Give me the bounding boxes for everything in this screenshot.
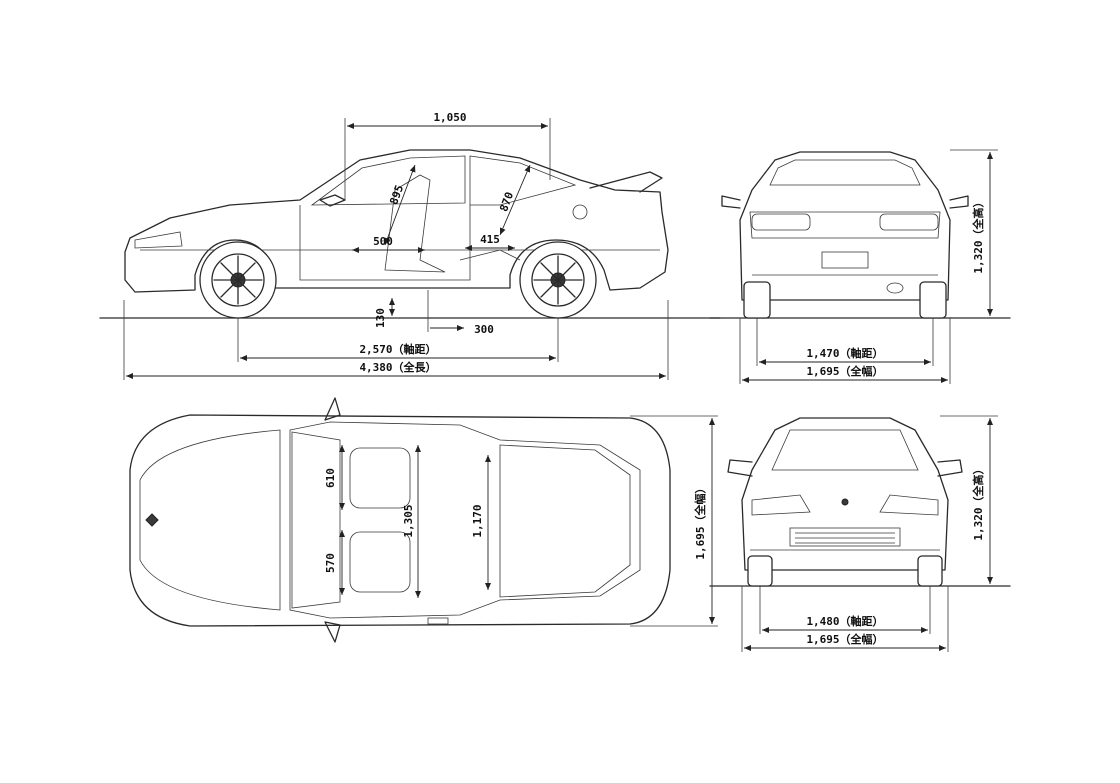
top-right-mirror [324, 621, 341, 643]
rear-right-taillight [879, 213, 939, 231]
dim-front-legroom: 500 [373, 235, 393, 248]
dim-seat-spacing: 300 [474, 323, 494, 336]
rear-license-plate [821, 251, 869, 269]
top-left-mirror [324, 397, 341, 421]
side-front-window [310, 155, 466, 206]
side-dimensions: 1,050 895 870 500 415 130 300 2,570（軸距） … [123, 111, 669, 380]
dim-interior-width-1: 1,305 [402, 504, 415, 537]
rear-right-mirror [949, 195, 969, 209]
front-view [709, 417, 1011, 587]
front-left-headlight [751, 494, 811, 516]
side-body-outline [124, 149, 669, 293]
top-body-outline [129, 414, 671, 627]
side-view [99, 149, 721, 319]
front-emblem-icon [841, 498, 849, 506]
top-left-seat [349, 447, 411, 509]
rear-view [709, 151, 1011, 319]
front-body-outline [741, 417, 949, 571]
side-rear-window [469, 155, 577, 206]
dim-interior-width-2: 1,170 [471, 504, 484, 537]
side-headlight [134, 231, 183, 249]
dim-rear-headroom: 895 [387, 183, 406, 206]
front-left-mirror [727, 459, 753, 477]
side-rear-spoiler [589, 171, 663, 193]
rear-left-tire [743, 281, 771, 319]
rear-right-tire [919, 281, 947, 319]
side-front-wheel [199, 241, 277, 319]
top-hood [139, 429, 281, 611]
dim-front-width: 1,695（全幅） [806, 632, 883, 646]
top-windshield [291, 431, 341, 609]
front-grille [789, 527, 901, 547]
dim-roof-length: 1,050 [433, 111, 466, 124]
top-cabin-outline [289, 421, 641, 619]
rear-trunk-panel [749, 211, 941, 239]
rear-exhaust [886, 282, 904, 294]
front-right-mirror [937, 459, 963, 477]
dim-overall-length: 4,380（全長） [359, 360, 436, 374]
dim-front-height: 1,320（全高） [971, 463, 985, 540]
side-rear-seat [459, 249, 521, 261]
top-view [129, 397, 671, 643]
top-emblem-icon [145, 513, 159, 527]
front-left-tire [747, 555, 773, 587]
rear-body-outline [739, 151, 951, 301]
top-door-handle [427, 617, 449, 625]
dim-rear-height: 1,320（全高） [971, 196, 985, 273]
side-fuel-cap [572, 204, 588, 220]
side-rear-wheel [519, 241, 597, 319]
rear-left-taillight [751, 213, 811, 231]
dim-rear-width: 1,695（全幅） [806, 364, 883, 378]
rear-dimensions: 1,320（全高） 1,470（軸距） 1,695（全幅） [739, 149, 998, 384]
dim-front-shoulder: 570 [324, 553, 337, 573]
side-door-line [299, 205, 471, 281]
front-right-headlight [879, 494, 939, 516]
front-right-tire [917, 555, 943, 587]
top-dimensions: 1,695（全幅） 610 570 1,305 1,170 [324, 415, 718, 627]
dim-rear-legroom: 415 [480, 233, 500, 246]
rear-window [769, 159, 921, 186]
dim-ground-clearance: 130 [374, 308, 387, 328]
front-dimensions: 1,320（全高） 1,480（軸距） 1,695（全幅） [741, 415, 998, 652]
dim-rear-track: 1,470（軸距） [806, 346, 883, 360]
rear-left-mirror [721, 195, 741, 209]
top-right-seat [349, 531, 411, 593]
front-windshield [771, 429, 919, 471]
dim-rear-shoulder: 610 [324, 468, 337, 488]
top-rear-window [499, 444, 631, 598]
dim-front-headroom: 870 [497, 190, 516, 213]
dim-top-width: 1,695（全幅） [693, 482, 707, 559]
dim-wheelbase: 2,570（軸距） [359, 342, 436, 356]
dim-front-track: 1,480（軸距） [806, 614, 883, 628]
